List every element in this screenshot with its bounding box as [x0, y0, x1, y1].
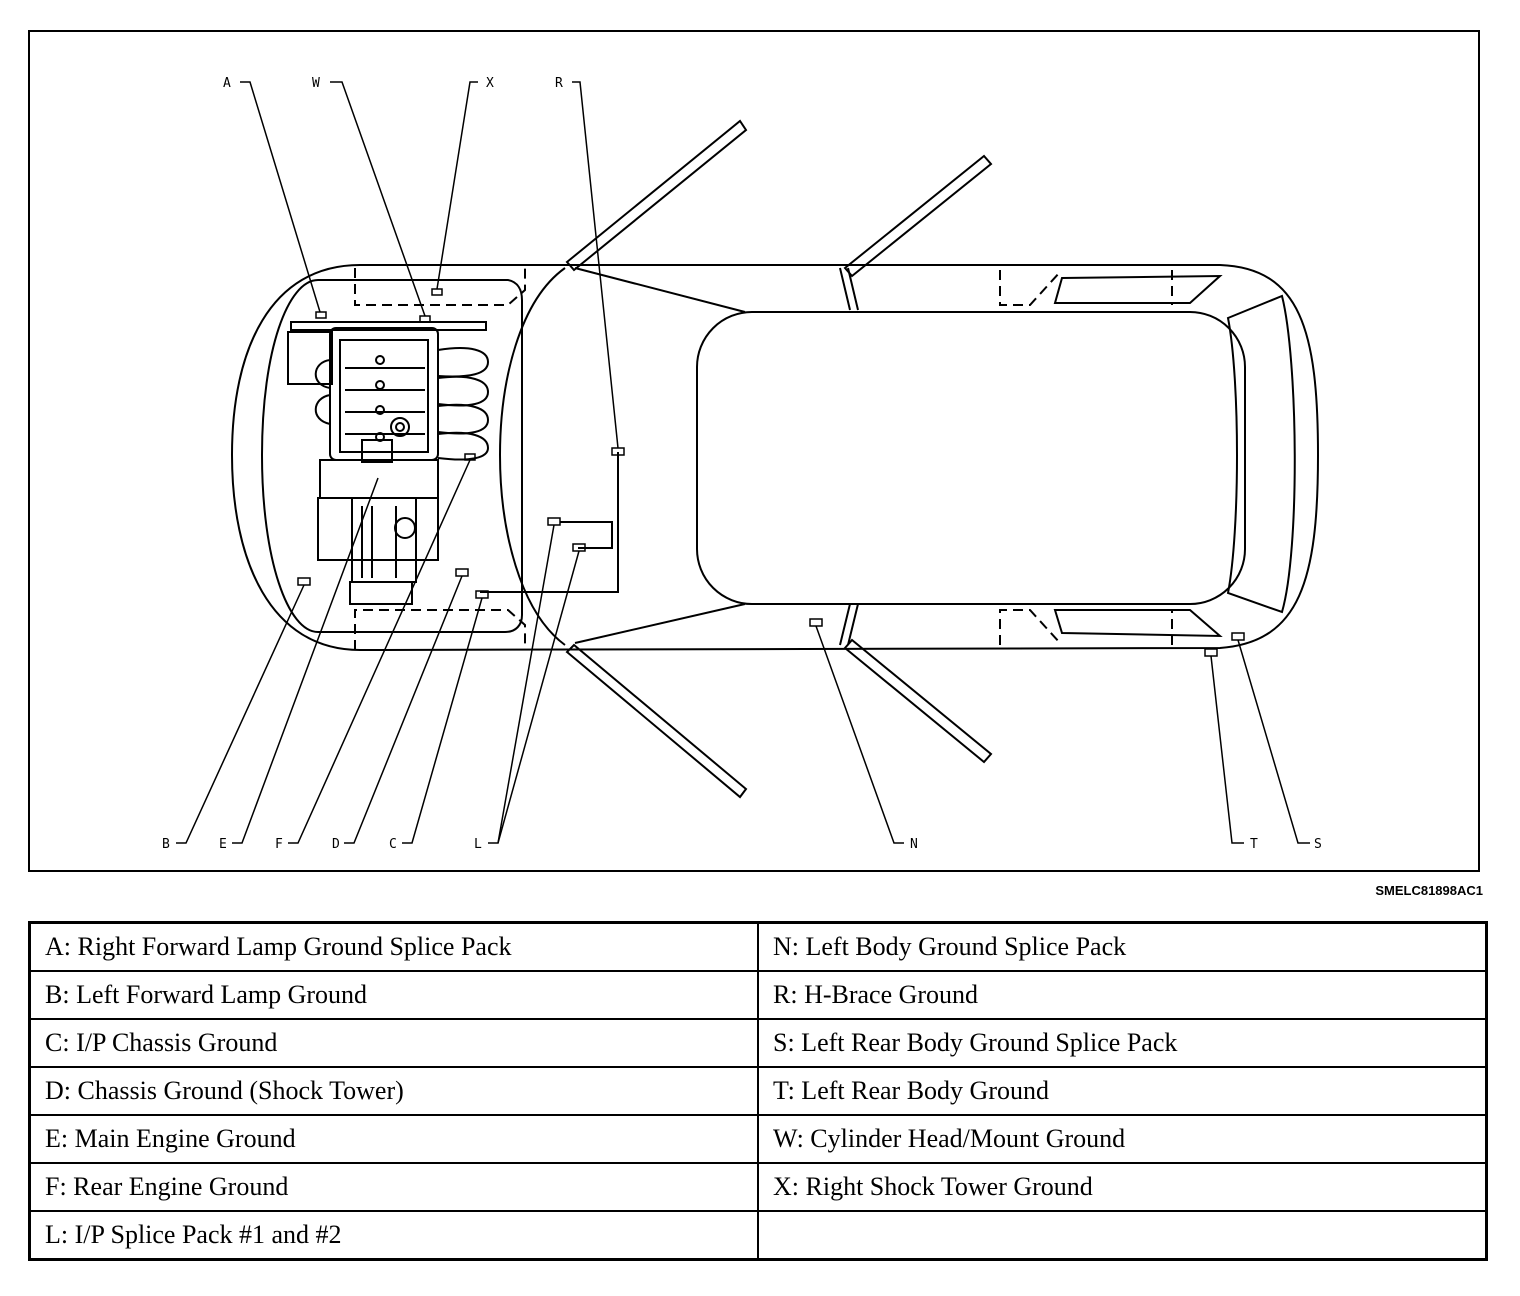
- callout-label-B: B: [162, 837, 170, 852]
- a-pillar-lower: [574, 603, 746, 644]
- callout-label-T: T: [1250, 837, 1258, 852]
- callout-label-E: E: [219, 837, 227, 852]
- open-doors: [565, 119, 993, 799]
- ground-point-L1: [547, 517, 561, 526]
- legend-entry-S: S: Left Rear Body Ground Splice Pack: [757, 1018, 1488, 1068]
- legend-entry-C: C: I/P Chassis Ground: [28, 1018, 759, 1068]
- legend-entry-W: W: Cylinder Head/Mount Ground: [757, 1114, 1488, 1164]
- callout-label-A: A: [223, 76, 231, 91]
- callout-label-R: R: [555, 76, 563, 91]
- ground-point-B: [297, 577, 311, 586]
- legend-entry-B: B: Left Forward Lamp Ground: [28, 970, 759, 1020]
- callout-label-F: F: [275, 837, 283, 852]
- legend-entry-R: R: H-Brace Ground: [757, 970, 1488, 1020]
- callout-label-C: C: [389, 837, 397, 852]
- legend-entry-X: X: Right Shock Tower Ground: [757, 1162, 1488, 1212]
- legend-row: C: I/P Chassis Ground S: Left Rear Body …: [28, 1018, 1488, 1068]
- roof-panel: [696, 311, 1246, 605]
- callout-label-L: L: [474, 837, 482, 852]
- callout-label-W: W: [312, 76, 320, 91]
- legend-row: D: Chassis Ground (Shock Tower) T: Left …: [28, 1066, 1488, 1116]
- ground-point-X: [431, 288, 443, 296]
- b-pillar-lower: [839, 603, 859, 646]
- vehicle-ground-location-diagram: A W X R B E F D C L N T S: [162, 76, 1322, 852]
- legend-entry-A: A: Right Forward Lamp Ground Splice Pack: [28, 921, 759, 972]
- ground-point-S: [1231, 632, 1245, 641]
- vehicle-body-outline: [230, 264, 1320, 652]
- b-pillar-upper: [839, 267, 859, 311]
- callout-label-N: N: [910, 837, 918, 852]
- engine-assembly: [287, 321, 490, 605]
- legend-entry-N: N: Left Body Ground Splice Pack: [757, 921, 1488, 972]
- windshield-cowl: [498, 267, 566, 646]
- legend-row: B: Left Forward Lamp Ground R: H-Brace G…: [28, 970, 1488, 1020]
- callout-label-S: S: [1314, 837, 1322, 852]
- legend-entry-T: T: Left Rear Body Ground: [757, 1066, 1488, 1116]
- a-pillar-upper: [574, 267, 746, 313]
- diagram-frame: [28, 30, 1480, 872]
- ground-point-N: [809, 618, 823, 627]
- ip-wiring: [480, 452, 619, 593]
- legend-entry-F: F: Rear Engine Ground: [28, 1162, 759, 1212]
- legend-entry-E: E: Main Engine Ground: [28, 1114, 759, 1164]
- legend-row: E: Main Engine Ground W: Cylinder Head/M…: [28, 1114, 1488, 1164]
- legend-row: F: Rear Engine Ground X: Right Shock Tow…: [28, 1162, 1488, 1212]
- callout-label-X: X: [486, 76, 494, 91]
- legend-entry-empty: [757, 1210, 1488, 1261]
- ground-point-T: [1204, 648, 1218, 657]
- legend-table: A: Right Forward Lamp Ground Splice Pack…: [28, 921, 1488, 1261]
- ground-points: [297, 288, 1245, 657]
- legend-row: A: Right Forward Lamp Ground Splice Pack…: [28, 921, 1488, 972]
- callout-label-D: D: [332, 837, 340, 852]
- legend-entry-D: D: Chassis Ground (Shock Tower): [28, 1066, 759, 1116]
- shock-tower-outlines: [354, 268, 1173, 650]
- legend-entry-L: L: I/P Splice Pack #1 and #2: [28, 1210, 759, 1261]
- figure-code: SMELC81898AC1: [1375, 883, 1483, 898]
- quarter-window-upper: [1053, 274, 1223, 304]
- leader-lines: [176, 81, 1310, 844]
- engine-bay-outline: [260, 279, 523, 633]
- quarter-window-lower: [1053, 609, 1223, 638]
- legend-row: L: I/P Splice Pack #1 and #2: [28, 1210, 1488, 1261]
- rear-window: [1226, 294, 1296, 614]
- ground-point-D: [455, 568, 469, 577]
- ground-point-A: [315, 311, 327, 319]
